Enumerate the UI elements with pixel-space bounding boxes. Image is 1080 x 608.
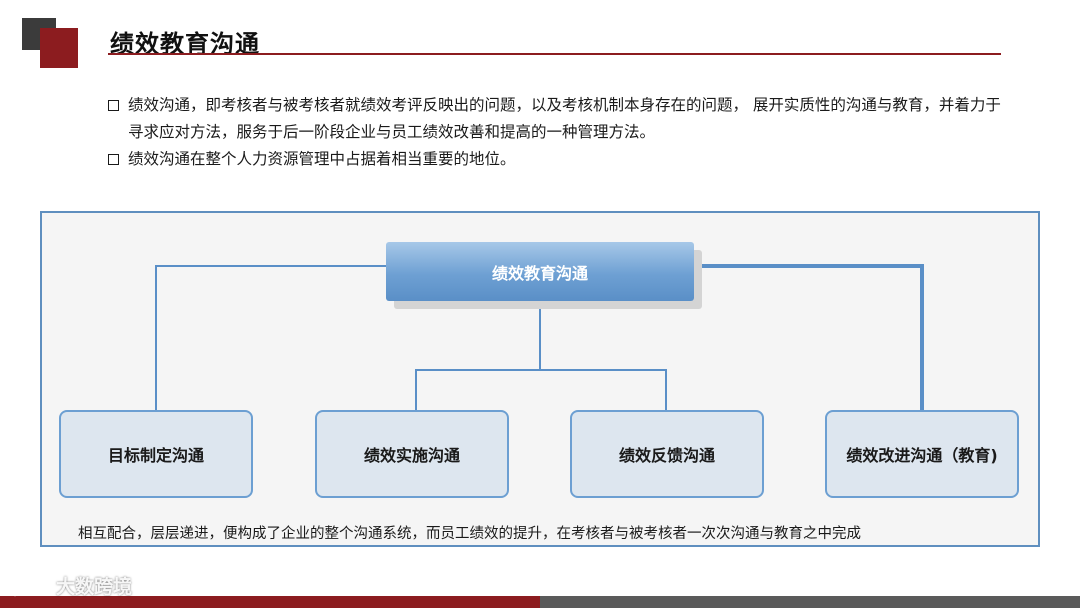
bullet-text: 绩效沟通，即考核者与被考核者就绩效考评反映出的问题，以及考核机制本身存在的问题，…	[128, 96, 1001, 141]
child-node-implementation: 绩效实施沟通	[315, 410, 509, 498]
watermark-text: 大数跨境	[56, 576, 133, 598]
child-node-goal-setting: 目标制定沟通	[59, 410, 253, 498]
bullet-item: 绩效沟通，即考核者与被考核者就绩效考评反映出的问题，以及考核机制本身存在的问题，…	[106, 92, 1006, 146]
title-underline	[108, 53, 1001, 55]
bullet-item: 绩效沟通在整个人力资源管理中占据着相当重要的地位。	[106, 146, 1006, 173]
watermark: 大数跨境	[8, 572, 132, 599]
brand-logo-icon	[9, 574, 47, 596]
child-node-improvement: 绩效改进沟通（教育)	[825, 410, 1019, 498]
footer-bar-red	[0, 596, 540, 608]
bullet-list: 绩效沟通，即考核者与被考核者就绩效考评反映出的问题，以及考核机制本身存在的问题，…	[106, 92, 1006, 173]
footer-bar-gray	[540, 596, 1080, 608]
root-node: 绩效教育沟通	[386, 242, 694, 301]
diagram-caption: 相互配合，层层递进，便构成了企业的整个沟通系统，而员工绩效的提升，在考核者与被考…	[78, 526, 861, 542]
checkbox-bullet-icon	[108, 100, 119, 111]
checkbox-bullet-icon	[108, 154, 119, 165]
child-node-feedback: 绩效反馈沟通	[570, 410, 764, 498]
bullet-text: 绩效沟通在整个人力资源管理中占据着相当重要的地位。	[128, 150, 516, 168]
logo-square-red	[40, 28, 78, 68]
